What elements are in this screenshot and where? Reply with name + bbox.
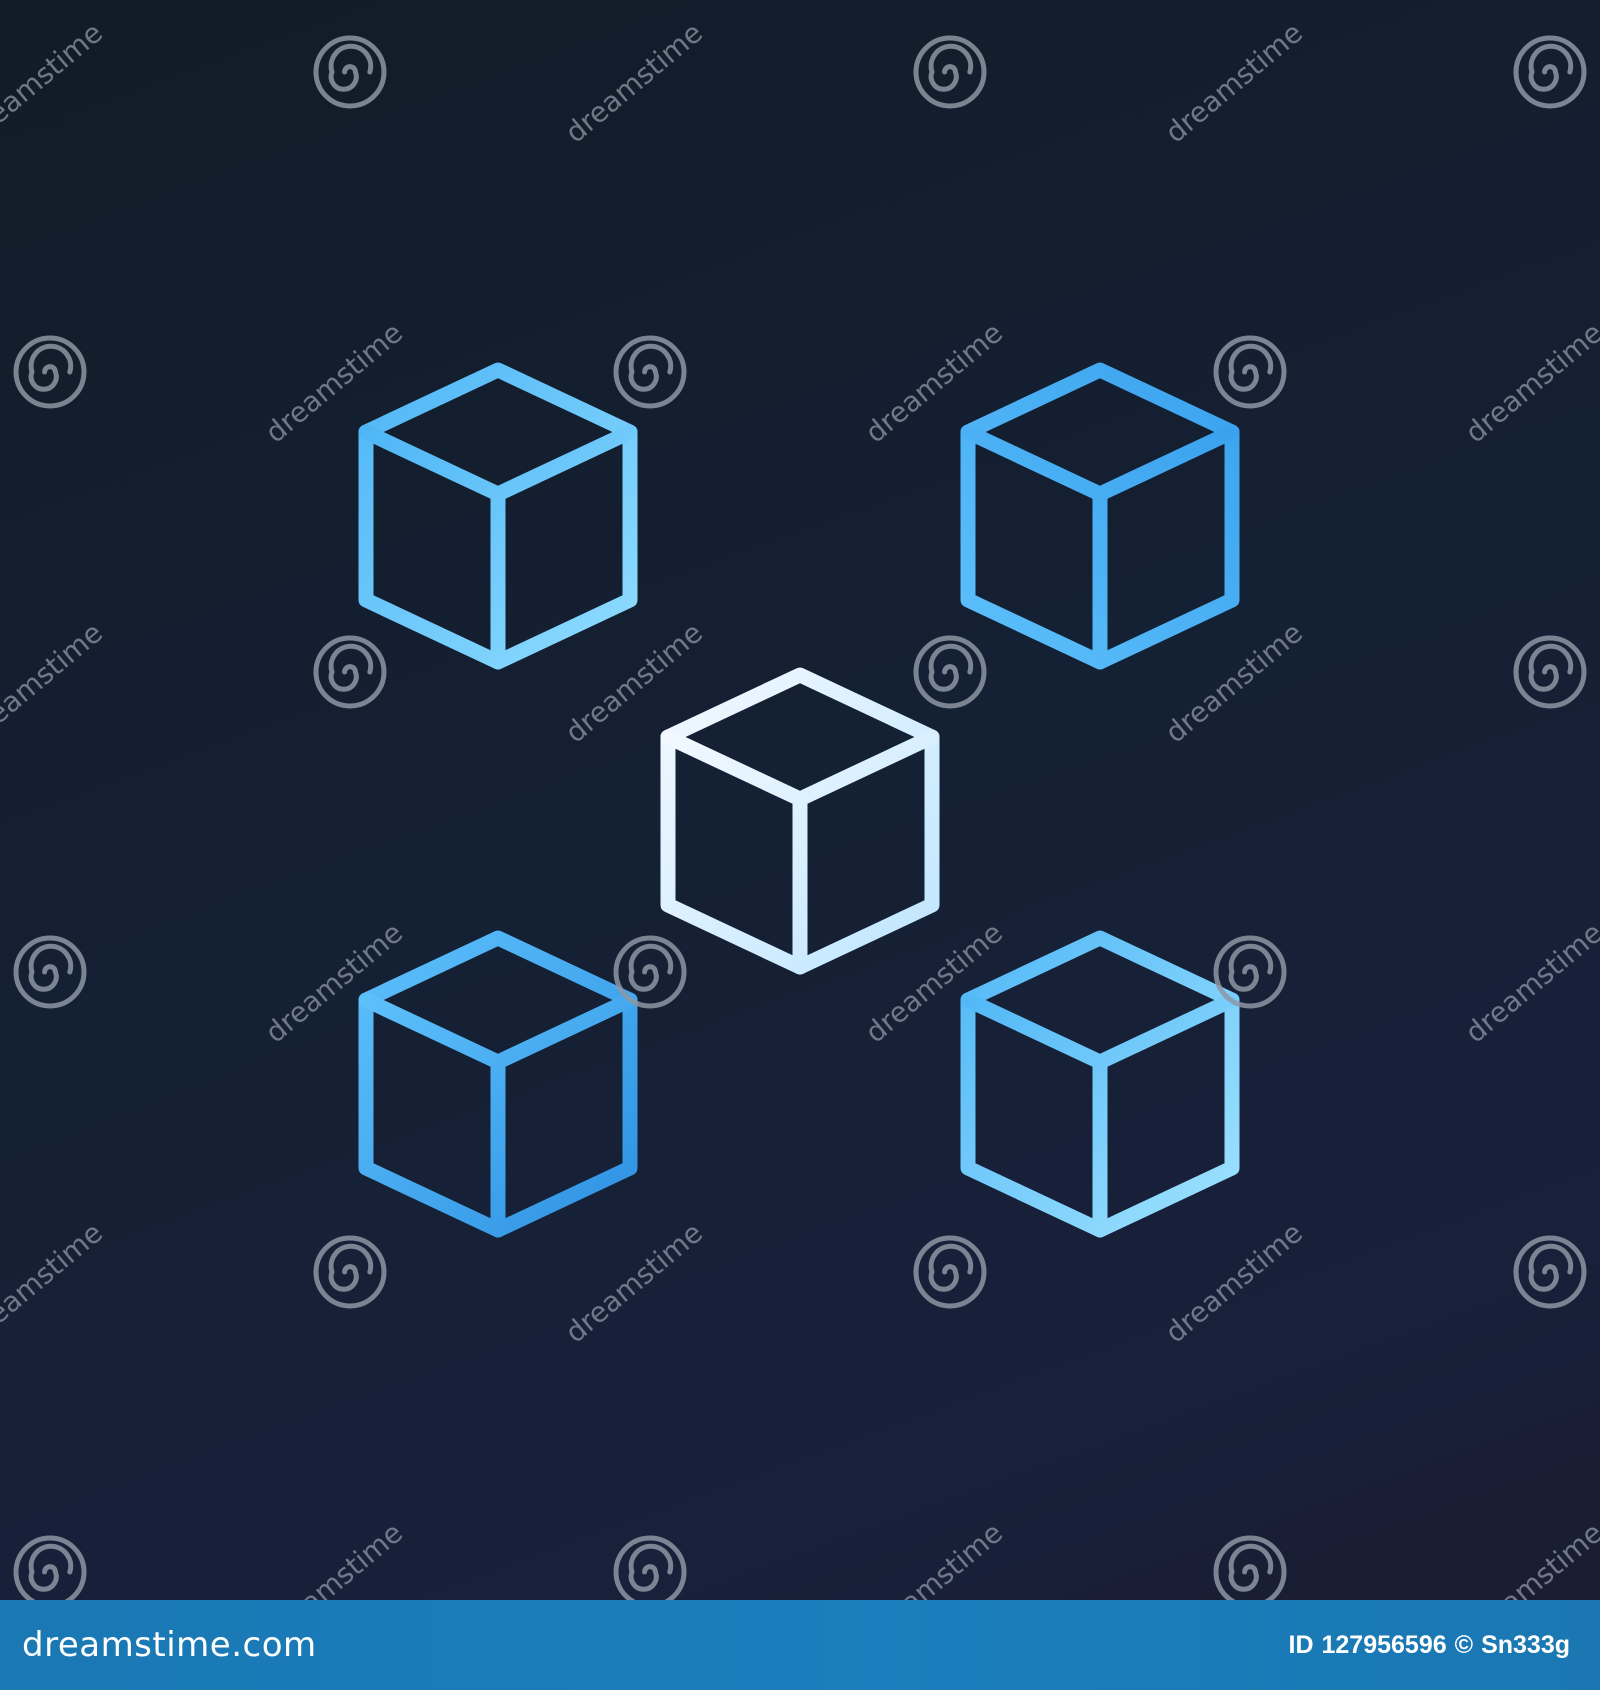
id-value: 127956596 [1321, 1630, 1447, 1659]
image-credit: ID 127956596 © Sn333g [1289, 1631, 1571, 1660]
node-cube-icon [358, 362, 638, 670]
id-label: ID [1288, 1630, 1314, 1659]
node-cube-icon [960, 362, 1240, 670]
author-name[interactable]: Sn333g [1481, 1630, 1570, 1659]
brand-logo[interactable]: dreamstime.com [22, 1625, 317, 1665]
center-cube-icon [660, 667, 940, 975]
footer-bar: dreamstime.com ID 127956596 © Sn333g [0, 1600, 1600, 1690]
copyright-symbol: © [1454, 1630, 1474, 1659]
blockchain-illustration [358, 362, 1240, 1238]
brand-name: dreamstime.com [22, 1625, 317, 1665]
